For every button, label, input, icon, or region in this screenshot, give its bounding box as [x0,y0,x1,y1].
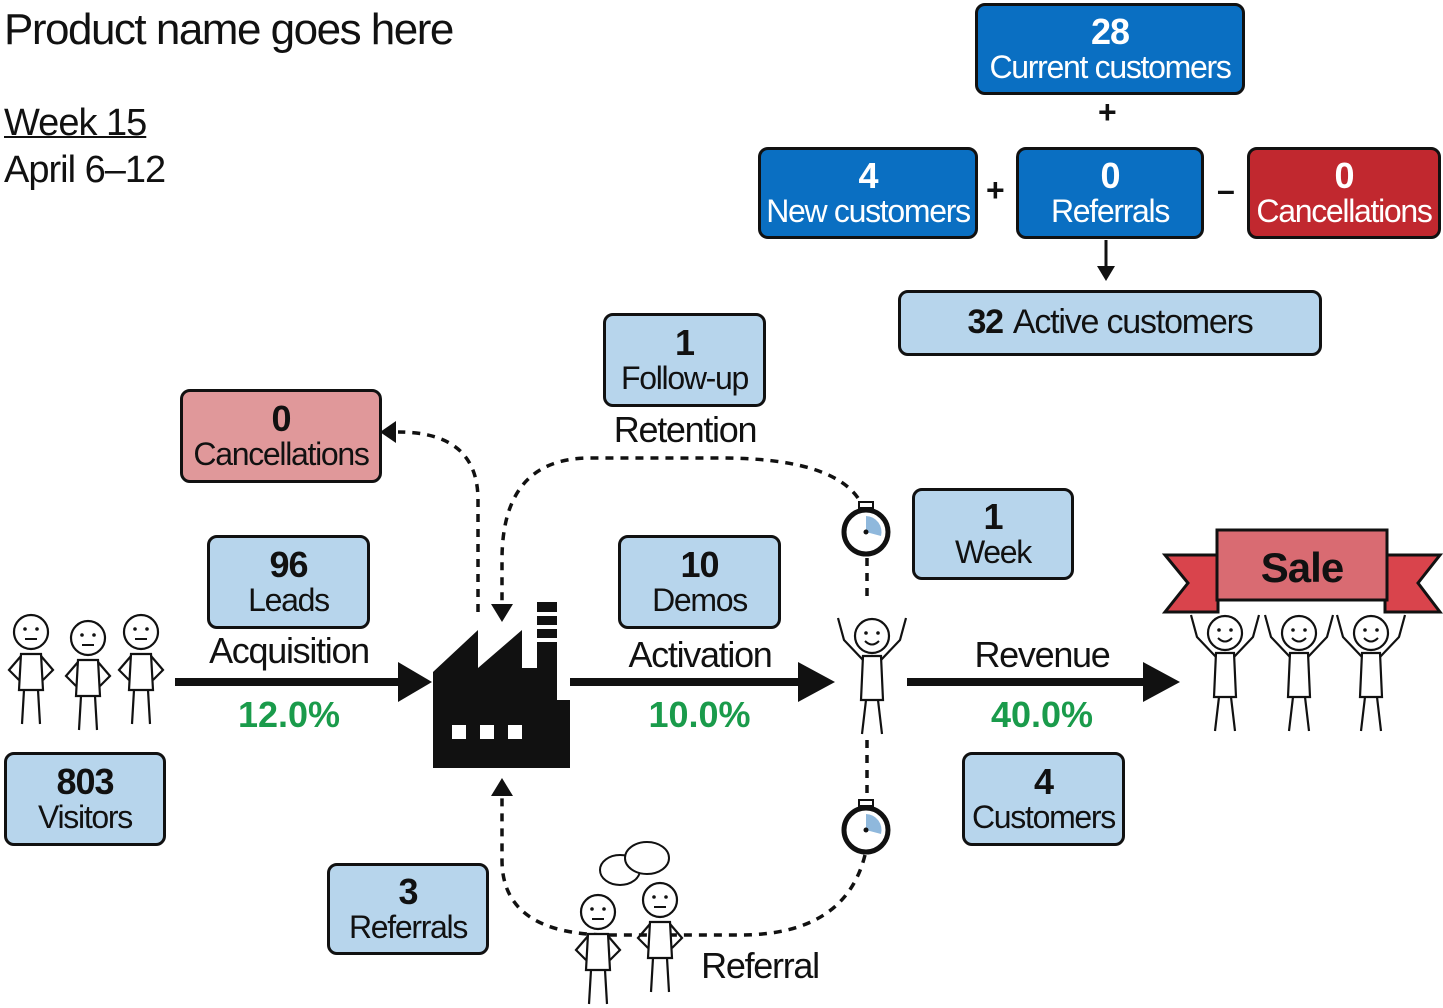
stopwatch-icon [844,800,888,852]
new-customers-value: 4 [858,155,878,197]
leads-box: 96 Leads [207,535,370,629]
activated-user-icon [836,616,908,736]
referral-customers-value: 0 [1100,155,1120,197]
demos-value: 10 [680,544,719,586]
visitors-figures-icon [7,613,165,732]
referral-customers-label: Referrals [1050,193,1170,230]
acquisition-rate: 12.0% [237,694,341,735]
revenue-arrow [907,662,1180,702]
funnel-cancellations-label: Cancellations [193,436,370,473]
demos-box: 10 Demos [618,535,781,629]
cancelled-customers-box: 0 Cancellations [1247,147,1441,239]
leads-value: 96 [269,544,308,586]
referral-loop-arrow [500,795,867,937]
week-box: 1 Week [912,488,1074,580]
followup-label: Follow-up [620,360,749,397]
followup-value: 1 [674,322,695,364]
date-range: April 6–12 [4,149,166,191]
new-customers-label: New customers [766,193,971,230]
current-customers-value: 28 [1090,11,1130,53]
minus-operator: – [1217,172,1235,208]
stopwatch-icon [844,502,888,554]
factory-icon [433,602,570,768]
acquisition-arrow [175,662,432,702]
current-customers-box: 28 Current customers [975,3,1245,95]
sale-banner-icon: Sale [1161,528,1443,733]
revenue-rate: 40.0% [990,694,1094,735]
visitors-value: 803 [56,761,114,803]
plus-operator: + [986,172,1005,208]
speech-bubble-icon [599,841,670,886]
new-customers-box: 4 New customers [758,147,978,239]
followup-box: 1 Follow-up [603,313,766,407]
active-customers-box: 32 Active customers [898,290,1322,356]
customers-box: 4 Customers [962,752,1125,846]
referral-label: Referral [701,945,820,986]
active-customers-label: Active customers [1012,303,1254,342]
referrals-box: 3 Referrals [327,863,489,955]
active-customers-arrow [1097,240,1115,281]
plus-operator: + [1098,94,1117,130]
retention-loop-arrow [500,456,860,605]
funnel-cancellations-value: 0 [271,398,291,440]
customers-label: Customers [971,799,1116,836]
customers-value: 4 [1033,761,1054,803]
page-title: Product name goes here [4,5,454,54]
acquisition-label: Acquisition [209,630,370,671]
sale-label: Sale [1261,544,1343,591]
cancellation-loop-arrow [397,430,480,612]
activation-rate: 10.0% [648,694,751,735]
week-unit: Week [954,534,1032,571]
funnel-cancellations-box: 0 Cancellations [180,389,382,483]
leads-label: Leads [248,582,330,619]
revenue-label: Revenue [974,634,1110,675]
current-customers-label: Current customers [989,49,1231,86]
referrals-value: 3 [398,871,418,913]
week-label: Week 15 [4,102,147,144]
activation-label: Activation [628,634,772,675]
active-customers-value: 32 [967,303,1004,342]
retention-label: Retention [613,409,758,450]
visitors-box: 803 Visitors [4,752,166,846]
referrals-label: Referrals [348,909,468,946]
activation-arrow [570,662,835,702]
week-value: 1 [983,496,1003,538]
demos-label: Demos [652,582,748,619]
cancelled-customers-label: Cancellations [1256,193,1433,230]
referral-customers-box: 0 Referrals [1016,147,1204,239]
cancelled-customers-value: 0 [1334,155,1354,197]
referral-figures-icon [574,881,684,1006]
visitors-label: Visitors [38,799,133,836]
